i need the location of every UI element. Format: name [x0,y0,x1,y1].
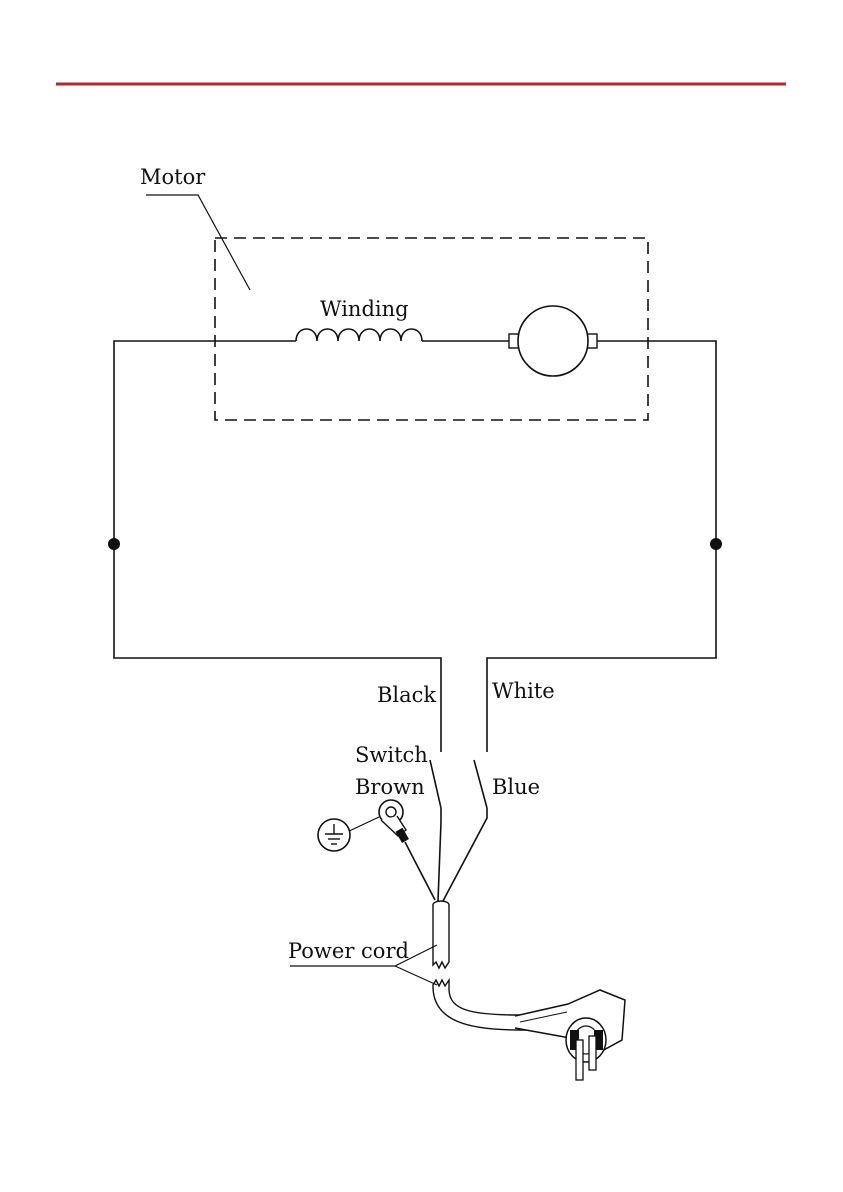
white-label: White [492,679,555,703]
ground-symbol-icon [318,819,350,851]
power-cord-upper-segment [433,901,449,968]
power-cord-leader-lower [395,966,437,985]
blue-lead [443,808,487,901]
left-junction-dot [108,538,120,550]
earth-lead [405,842,435,900]
power-plug-icon [515,990,625,1080]
brown-label: Brown [355,775,425,799]
earth-ring-terminal-icon [379,800,409,843]
motor-label: Motor [140,165,206,189]
motor-leader-line [146,195,250,290]
switch-contact-left [430,760,441,808]
right-junction-dot [710,538,722,550]
power-cord-label: Power cord [288,939,409,963]
switch-label: Switch [355,743,428,767]
blue-label: Blue [492,775,540,799]
brown-lead [438,808,441,901]
winding-label: Winding [320,297,409,321]
winding-coil-icon [296,329,422,341]
motor-armature-icon [509,306,597,376]
switch-contact-right [474,760,487,808]
black-label: Black [377,683,436,707]
